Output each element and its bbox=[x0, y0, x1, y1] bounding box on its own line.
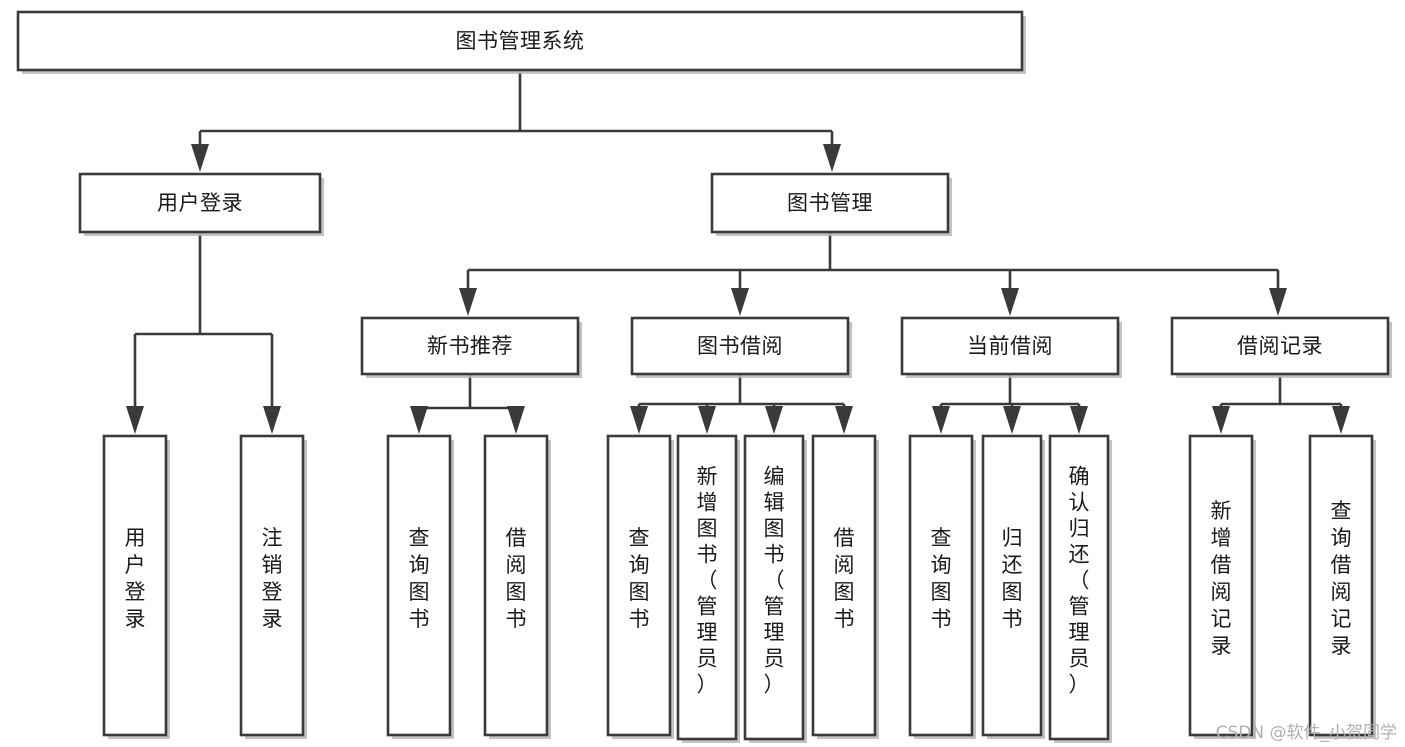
arrow-to-leaf-logout bbox=[263, 406, 281, 434]
node-new-book-recommendation-box bbox=[360, 316, 580, 376]
node-leaf-borrow-book-rec-label: 借阅图书 bbox=[506, 526, 527, 631]
node-leaf-edit-book-label: 编辑图书（管理员） bbox=[764, 465, 785, 697]
node-leaf-query-book-bb-label: 查询图书 bbox=[629, 526, 650, 631]
node-leaf-add-record[interactable]: 新增借阅记录 bbox=[1188, 434, 1256, 739]
edge-newbookrec-to-leaves bbox=[417, 374, 518, 412]
node-leaf-query-book-cb-label: 查询图书 bbox=[931, 526, 952, 631]
node-leaf-add-book-box bbox=[676, 434, 738, 741]
node-leaf-borrow-book-bb[interactable]: 借阅图书 bbox=[811, 434, 879, 739]
node-borrow-record-label: 借阅记录 bbox=[1237, 334, 1323, 358]
arrow-to-leaf-add-record bbox=[1212, 406, 1230, 434]
node-book-management-label: 图书管理 bbox=[787, 191, 873, 215]
node-leaf-borrow-book-bb-box bbox=[811, 434, 877, 737]
node-leaf-confirm-return[interactable]: 确认归还（管理员） bbox=[1048, 434, 1112, 743]
arrow-to-leaf-user-login bbox=[126, 406, 144, 434]
node-leaf-add-record-box bbox=[1188, 434, 1254, 737]
node-leaf-query-record-label: 查询借阅记录 bbox=[1331, 499, 1352, 658]
node-leaf-logout[interactable]: 注销登录 bbox=[239, 434, 307, 739]
node-borrow-record[interactable]: 借阅记录 bbox=[1170, 316, 1392, 378]
node-current-borrow[interactable]: 当前借阅 bbox=[900, 316, 1122, 378]
node-leaf-add-record-label: 新增借阅记录 bbox=[1211, 499, 1232, 658]
node-root-label: 图书管理系统 bbox=[456, 29, 585, 53]
node-leaf-borrow-book-rec-box bbox=[483, 434, 549, 737]
node-current-borrow-label: 当前借阅 bbox=[967, 334, 1053, 358]
arrow-to-leaf-borrow-book-bb bbox=[835, 406, 853, 434]
arrow-to-leaf-confirm-return bbox=[1070, 406, 1088, 434]
node-leaf-add-book[interactable]: 新增图书（管理员） bbox=[676, 434, 740, 743]
node-leaf-user-login-label: 用户登录 bbox=[125, 526, 146, 631]
node-leaf-edit-book-box bbox=[743, 434, 805, 741]
node-leaf-edit-book[interactable]: 编辑图书（管理员） bbox=[743, 434, 807, 743]
edge-borrowrecord-to-leaves bbox=[1219, 374, 1343, 410]
arrow-to-leaf-edit-book bbox=[765, 406, 783, 434]
node-book-borrow-box bbox=[630, 316, 850, 376]
node-new-book-recommendation-label: 新书推荐 bbox=[427, 334, 513, 358]
node-leaf-query-book-cb[interactable]: 查询图书 bbox=[908, 434, 976, 739]
node-leaf-query-book-rec-label: 查询图书 bbox=[409, 526, 430, 631]
arrow-to-current-borrow bbox=[1001, 288, 1019, 316]
arrow-to-leaf-query-book-rec bbox=[410, 406, 428, 434]
arrow-to-leaf-query-book-cb bbox=[932, 406, 950, 434]
node-book-management-box bbox=[710, 172, 950, 234]
edge-root-to-bus bbox=[198, 70, 834, 144]
arrow-to-leaf-add-book bbox=[698, 406, 716, 434]
node-leaf-logout-label: 注销登录 bbox=[262, 526, 283, 631]
node-leaf-borrow-book-bb-label: 借阅图书 bbox=[834, 526, 855, 631]
node-leaf-return-book-label: 归还图书 bbox=[1002, 526, 1023, 631]
arrow-to-leaf-query-record bbox=[1332, 406, 1350, 434]
node-new-book-recommendation[interactable]: 新书推荐 bbox=[360, 316, 582, 378]
node-leaf-return-book[interactable]: 归还图书 bbox=[981, 434, 1045, 739]
node-leaf-return-book-box bbox=[981, 434, 1043, 737]
arrow-to-book-borrow bbox=[731, 288, 749, 316]
edge-currentborrow-to-leaves bbox=[939, 374, 1081, 410]
arrow-to-user-login bbox=[191, 144, 209, 172]
node-leaf-confirm-return-label: 确认归还（管理员） bbox=[1069, 465, 1090, 697]
node-user-login-label: 用户登录 bbox=[157, 191, 243, 215]
arrow-to-leaf-query-book-bb bbox=[630, 406, 648, 434]
edges-layer bbox=[126, 70, 1350, 434]
node-book-management[interactable]: 图书管理 bbox=[710, 172, 952, 236]
node-leaf-query-book-rec[interactable]: 查询图书 bbox=[386, 434, 454, 739]
node-leaf-query-record[interactable]: 查询借阅记录 bbox=[1308, 434, 1376, 739]
node-leaf-query-record-box bbox=[1308, 434, 1374, 737]
node-leaf-query-book-bb[interactable]: 查询图书 bbox=[606, 434, 674, 739]
arrow-to-book-management bbox=[823, 144, 841, 172]
edge-bookmgmt-to-bus bbox=[466, 232, 1280, 288]
node-book-borrow[interactable]: 图书借阅 bbox=[630, 316, 852, 378]
node-leaf-user-login-box bbox=[102, 434, 168, 737]
leaf-nodes-layer: 用户登录 注销登录 查询图书 借阅图书 查询图书 新增图书（管理员） 编辑图书（管理员） 借阅… bbox=[102, 434, 1376, 743]
node-leaf-query-book-cb-box bbox=[908, 434, 974, 737]
arrow-to-leaf-return-book bbox=[1003, 406, 1021, 434]
node-borrow-record-box bbox=[1170, 316, 1390, 376]
node-current-borrow-box bbox=[900, 316, 1120, 376]
edge-bookborrow-to-leaves bbox=[637, 374, 846, 410]
node-leaf-add-book-label: 新增图书（管理员） bbox=[697, 465, 718, 697]
node-leaf-query-book-rec-box bbox=[386, 434, 452, 737]
nodes-layer: 图书管理系统 用户登录 图书管理 新书推荐 bbox=[16, 10, 1392, 743]
node-leaf-user-login[interactable]: 用户登录 bbox=[102, 434, 170, 739]
arrow-to-new-book-recommendation bbox=[459, 288, 477, 316]
csdn-watermark: CSDN @软件_小贺同学 bbox=[1215, 723, 1397, 743]
node-root-box bbox=[16, 10, 1024, 72]
node-root[interactable]: 图书管理系统 bbox=[16, 10, 1026, 74]
arrow-to-leaf-borrow-book-rec bbox=[507, 406, 525, 434]
node-leaf-query-book-bb-box bbox=[606, 434, 672, 737]
arrow-to-borrow-record bbox=[1269, 288, 1287, 316]
edge-userlogin-to-leaves bbox=[133, 232, 274, 408]
node-user-login-box bbox=[78, 172, 322, 234]
node-leaf-confirm-return-box bbox=[1048, 434, 1110, 741]
node-leaf-logout-box bbox=[239, 434, 305, 737]
node-user-login[interactable]: 用户登录 bbox=[78, 172, 324, 236]
node-book-borrow-label: 图书借阅 bbox=[697, 334, 783, 358]
node-leaf-borrow-book-rec[interactable]: 借阅图书 bbox=[483, 434, 551, 739]
